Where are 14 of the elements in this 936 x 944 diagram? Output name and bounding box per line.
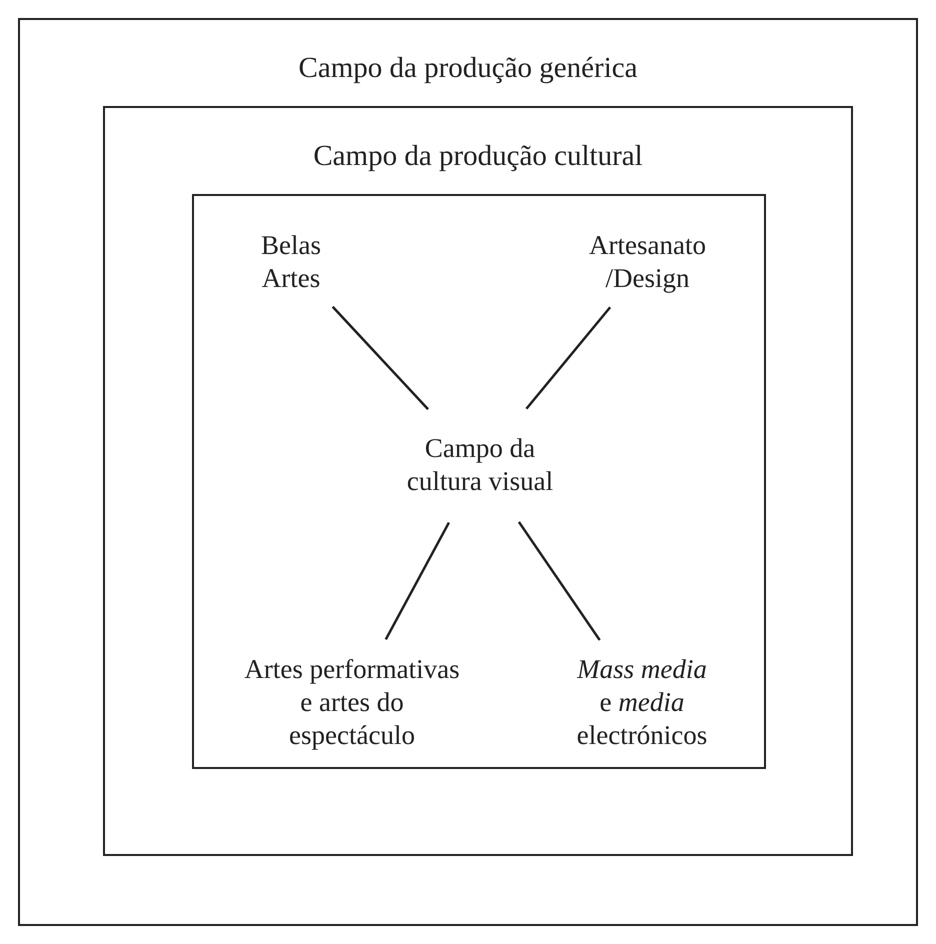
frame-box bbox=[103, 106, 853, 856]
category-label: Belas Artes bbox=[236, 226, 346, 298]
frame-heading: Campo da produção cultural bbox=[313, 139, 643, 174]
connector-line bbox=[332, 306, 429, 410]
connector-line bbox=[384, 522, 450, 640]
frame-heading: Campo da produção genérica bbox=[298, 51, 638, 86]
connector-line bbox=[525, 306, 612, 410]
category-label: Artesanato /Design bbox=[560, 226, 735, 298]
category-label: Mass media e media electrónicos bbox=[572, 650, 712, 754]
frame-box bbox=[192, 194, 766, 769]
category-label: Artes performativas e artes do espectáculo bbox=[240, 650, 464, 754]
category-label: Campo da cultura visual bbox=[390, 418, 570, 512]
frame-box bbox=[18, 18, 918, 926]
connector-line bbox=[518, 521, 601, 641]
